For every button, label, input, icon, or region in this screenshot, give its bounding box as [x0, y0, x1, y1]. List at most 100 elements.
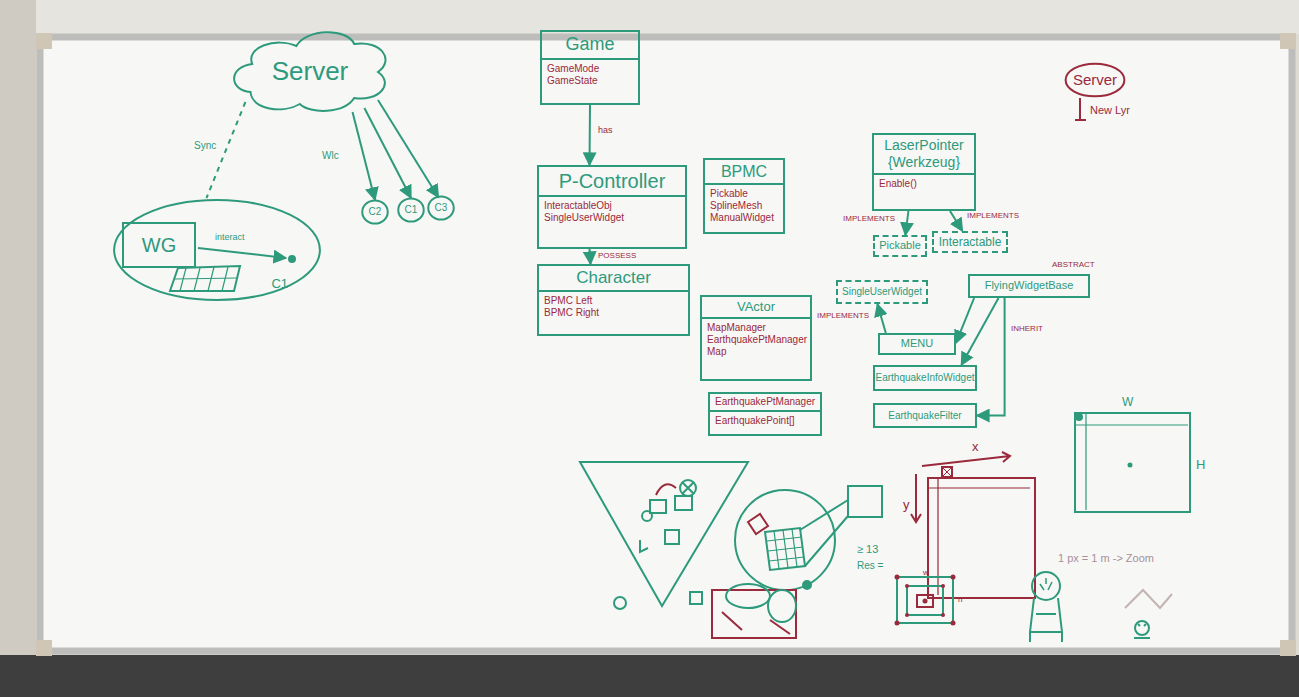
robot-head: [1032, 572, 1060, 600]
node-label: Server: [1073, 71, 1117, 89]
zoom-lines: [1075, 413, 1188, 510]
chair-sketch: [726, 584, 770, 608]
annotation: New Lyr: [1090, 104, 1130, 116]
y-axis: [911, 474, 921, 522]
view-funnel: [580, 462, 748, 606]
widget-box: WG: [122, 222, 196, 268]
map-rect: [928, 478, 1035, 598]
class-member: BPMC Right: [544, 307, 683, 319]
annotation-wrap: Wlc: [322, 150, 339, 161]
grid-lines: [175, 267, 238, 291]
ellipse-path: [428, 196, 453, 219]
class-member: InteractableObj: [544, 200, 680, 212]
class-box: EarthquakeFilter: [873, 403, 977, 428]
client-circle: C3: [428, 196, 454, 220]
class-name: BPMC: [705, 162, 783, 185]
nested-square: [897, 577, 953, 623]
annotation: interact: [215, 233, 245, 243]
funnel-circle: [642, 511, 652, 521]
class-name: Game: [542, 34, 638, 60]
small-figure-lines: [1134, 624, 1150, 638]
class-member: EarthquakePtManager: [707, 334, 805, 346]
connector: [589, 105, 592, 165]
target-point: [289, 256, 295, 262]
edge-label-wrap: IMPLEMENTS: [966, 212, 1020, 221]
frame-corner: [36, 640, 52, 656]
annotation: Wlc: [322, 150, 339, 161]
window-blinds: [0, 0, 36, 697]
screen-box: [848, 486, 882, 517]
edge-label-wrap: POSSESS: [597, 252, 637, 261]
annotation: x: [972, 440, 979, 454]
client-ellipse: C1WG: [112, 198, 322, 302]
funnel-mark: [640, 540, 648, 552]
node-label: MENU: [901, 337, 933, 350]
frame-corner: [1280, 33, 1296, 49]
edge-label: Sync: [193, 140, 217, 151]
floor-shadow: [0, 655, 1299, 697]
annotation-wrap: 1 px = 1 m -> Zoom: [1058, 552, 1154, 564]
dot: [803, 581, 811, 589]
annotation-wrap: ABSTRACT: [1052, 261, 1095, 270]
node-label: EarthquakeInfoWidget: [876, 372, 975, 384]
connector: [905, 211, 908, 235]
interface-box: SingleUserWidget: [836, 280, 928, 304]
annotation: ABSTRACT: [1052, 261, 1095, 270]
node-label: SingleUserWidget: [842, 286, 922, 298]
frame-corner: [36, 33, 52, 49]
connector: [961, 298, 998, 365]
annotation-wrap: ≥ 13: [857, 543, 878, 555]
class-member: SingleUserWidget: [544, 212, 680, 224]
server-bracket: [1075, 98, 1086, 120]
class-box: EarthquakePtManagerEarthquakePoint[]: [708, 392, 822, 436]
class-member: Pickable: [710, 188, 778, 200]
whiteboard: [40, 37, 1292, 651]
server-cloud: Server: [225, 22, 395, 122]
small-figure: [1135, 621, 1149, 635]
annotation-wrap: W: [1122, 396, 1133, 409]
class-member: Map: [707, 346, 805, 358]
connector: [956, 298, 974, 343]
class-name: LaserPointer {Werkzeug}: [874, 137, 974, 175]
class-member: BPMC Left: [544, 295, 683, 307]
class-member: Enable(): [879, 178, 969, 190]
small-square: [690, 592, 702, 604]
annotation-wrap: Res =: [857, 560, 883, 571]
class-box: MENU: [878, 333, 956, 355]
nested-square: [907, 586, 943, 615]
connector: [353, 112, 376, 200]
interface-box: Pickable: [873, 235, 927, 257]
interface-box: Interactable: [932, 231, 1008, 253]
class-name: P-Controller: [539, 169, 685, 197]
class-box: VActorMapManagerEarthquakePtManagerMap: [700, 295, 812, 381]
annotation: h: [958, 596, 962, 605]
node-label: EarthquakeFilter: [888, 410, 961, 422]
annotation: H: [1196, 458, 1205, 472]
annotation: 1 px = 1 m -> Zoom: [1058, 552, 1154, 564]
edge-label-wrap: IMPLEMENTS: [842, 215, 896, 224]
annotation: w: [923, 569, 929, 578]
small-circle: [614, 597, 626, 609]
annotation-wrap: interact: [215, 233, 245, 243]
corner-dots: [895, 575, 956, 626]
class-box: FlyingWidgetBase: [968, 274, 1090, 298]
sketches: [170, 98, 1190, 642]
grid-sketch: [765, 528, 805, 570]
server-ellipse: Server: [1065, 63, 1125, 97]
grid-sketch: [170, 266, 240, 291]
x-axis: [922, 452, 1010, 466]
edge-label-wrap: IMPLEMENTS: [816, 312, 870, 321]
node-label: C3: [435, 202, 448, 214]
annotation-wrap: H: [1196, 458, 1205, 472]
annotation-wrap: h: [958, 596, 962, 605]
annotation: y: [903, 498, 910, 512]
connector: [950, 211, 962, 231]
class-box: CharacterBPMC LeftBPMC Right: [537, 264, 690, 336]
class-member: SplineMesh: [710, 200, 778, 212]
ellipse-path: [362, 200, 387, 223]
funnel-circle: [680, 480, 696, 496]
node-label: WG: [142, 233, 176, 257]
edge-label-wrap: Sync: [193, 140, 217, 151]
dot: [1076, 414, 1082, 420]
node-label: Interactable: [939, 235, 1002, 249]
